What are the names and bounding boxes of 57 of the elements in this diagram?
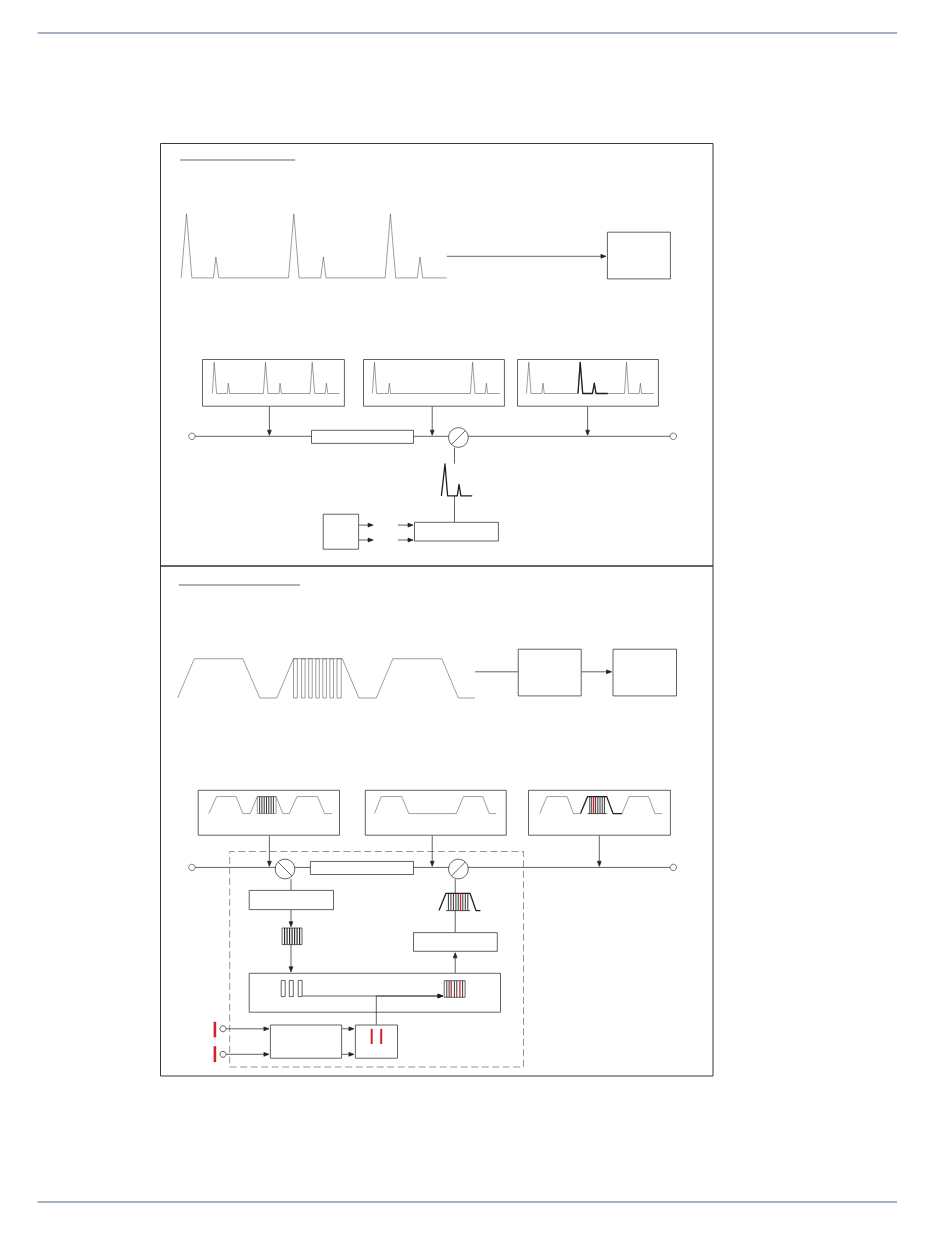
line-block <box>311 429 414 444</box>
slashed-circle <box>448 858 469 880</box>
arrow <box>446 254 607 259</box>
arrow <box>288 944 294 973</box>
connector-line <box>454 495 455 523</box>
block-box <box>517 648 582 697</box>
connector-line <box>454 447 455 465</box>
panel-frame <box>160 565 714 1077</box>
arrow <box>397 537 414 543</box>
connector-line <box>290 878 292 891</box>
arrow <box>341 1052 355 1057</box>
dashed-group-box <box>229 851 524 1068</box>
arrow <box>358 537 374 543</box>
peak-drawing <box>440 463 473 497</box>
arrow <box>452 952 458 974</box>
slashed-circle <box>448 427 469 448</box>
block-box <box>414 521 499 542</box>
display-box <box>363 359 505 407</box>
arrow <box>397 522 414 528</box>
carrier-drawing <box>438 892 482 912</box>
bars-drawing <box>443 980 466 998</box>
arrow <box>226 1052 270 1057</box>
block-box <box>612 648 677 697</box>
arrow <box>358 522 374 528</box>
display-box <box>197 789 340 836</box>
block-box <box>270 1024 342 1059</box>
arrow <box>585 406 590 436</box>
display-box <box>202 359 345 407</box>
connector-line <box>454 878 456 894</box>
block-box <box>413 932 498 952</box>
block-box <box>322 513 359 550</box>
arrow <box>597 835 602 867</box>
line-block <box>310 861 414 875</box>
block-box <box>248 972 501 1013</box>
arrow <box>341 1026 355 1032</box>
panel-frame <box>160 143 714 567</box>
display-box <box>517 359 659 407</box>
block-box <box>248 890 334 910</box>
display-box <box>528 789 671 836</box>
arrow <box>288 909 294 928</box>
arrow <box>267 835 272 867</box>
arrow <box>226 1026 270 1032</box>
connector-line <box>454 910 456 933</box>
block-box <box>607 231 671 280</box>
display-box <box>364 789 507 836</box>
arrow <box>429 835 435 867</box>
arrow <box>375 993 444 1025</box>
bars-drawing <box>281 927 303 946</box>
pulse-waveform-drawing <box>180 213 447 279</box>
arrow <box>429 406 435 436</box>
bars-drawing <box>280 980 303 997</box>
block-box <box>355 1024 398 1059</box>
channel-waveform-drawing <box>177 658 476 699</box>
arrow <box>581 669 612 675</box>
arrow <box>267 406 272 436</box>
slashed-circle <box>274 858 296 880</box>
connector-line <box>474 671 519 673</box>
